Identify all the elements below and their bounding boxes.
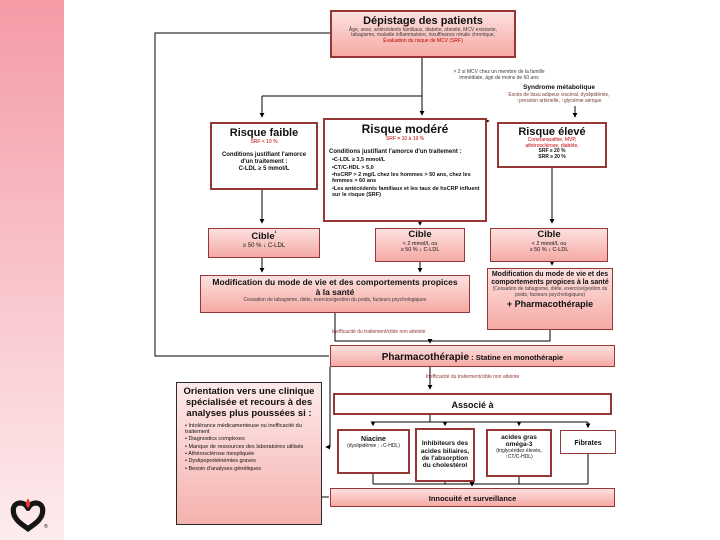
orientation-bullets: • Intolérance médicamenteuse ou ineffica… bbox=[182, 423, 316, 472]
box-cible-faible: Cible¹ ≥ 50 % ↓ C-LDL bbox=[208, 228, 320, 258]
syndrome-desc1: Excès de tissu adipeux viscéral, dyslipi… bbox=[508, 91, 610, 98]
arrow-to-orientation bbox=[325, 367, 331, 450]
family-note-line1: × 2 si MCV chez un membre de la famille bbox=[453, 69, 545, 75]
risque-modere-bullet: •CT/C-HDL > 5,0 bbox=[332, 164, 374, 171]
registered-mark: ® bbox=[44, 524, 48, 530]
cible-faible-label: Cible bbox=[251, 231, 275, 243]
box-niacine: Niacine (dyslipidémie ; ↓C-HDL) bbox=[337, 429, 410, 474]
risque-eleve-desc2: athérosclérose, diabète, bbox=[525, 142, 579, 149]
risque-modere-title: Risque modéré bbox=[361, 122, 449, 136]
risque-modere-cond-title: Conditions justifiant l'amorce d'un trai… bbox=[329, 148, 462, 155]
box-modif-left: Modification du mode de vie et des compo… bbox=[200, 275, 470, 313]
ineffective-note-1: Inefficacité du traitement/cible non att… bbox=[332, 329, 426, 335]
cible-modere-line2: ≥ 50 % ↓ C-LDL bbox=[400, 247, 440, 254]
syndrome-metabolique: Syndrome métabolique Excès de tissu adip… bbox=[500, 84, 618, 104]
box-fibrates: Fibrates bbox=[560, 430, 616, 454]
orientation-bullet: • Dyslipoprotéinémies graves bbox=[185, 458, 257, 465]
box-omega: acides gras oméga-3 (triglycérides élevé… bbox=[486, 429, 552, 477]
family-history-note: × 2 si MCV chez un membre de la famille … bbox=[424, 69, 574, 81]
box-modif-right: Modification du mode de vie et des compo… bbox=[487, 268, 613, 330]
cible-modere-title: Cible bbox=[408, 229, 432, 240]
family-note-line2: immédiate, âgé de moins de 60 ans bbox=[459, 75, 539, 81]
inhibiteurs-title: Inhibiteurs des acides biliaires, de l'a… bbox=[420, 440, 470, 470]
niacine-desc: (dyslipidémie ; ↓C-HDL) bbox=[347, 443, 400, 450]
risque-modere-bullet: •Les antécédents familiaux et les taux d… bbox=[332, 185, 480, 198]
risque-eleve-srf1: SRF ≥ 20 % bbox=[538, 148, 566, 155]
modif-right-desc: (Cessation de tabagisme, diète, exercice… bbox=[492, 286, 608, 298]
depistage-title: Dépistage des patients bbox=[363, 15, 483, 27]
modif-left-title: Modification du mode de vie et des compo… bbox=[212, 277, 458, 297]
fibrates-title: Fibrates bbox=[574, 440, 602, 447]
risque-modere-bullet: •C-LDL ≥ 3,5 mmol/L bbox=[332, 157, 386, 164]
innocuite-title: Innocuité et surveillance bbox=[428, 494, 517, 503]
omega-title: acides gras oméga-3 bbox=[501, 434, 537, 449]
orientation-bullet: • Athérosclérose inexpliquée bbox=[185, 451, 255, 458]
cible-eleve-line1: < 2 mmol/L ou bbox=[531, 240, 567, 247]
risque-eleve-title: Risque élevé bbox=[518, 126, 586, 138]
cible-eleve-line2: ≥ 50 % ↓ C-LDL bbox=[529, 247, 569, 254]
associe-title: Associé à bbox=[451, 400, 494, 410]
cible-faible-footnote: ¹ bbox=[274, 231, 277, 237]
line-associe-split bbox=[373, 415, 588, 423]
box-inhibiteurs: Inhibiteurs des acides biliaires, de l'a… bbox=[415, 428, 475, 482]
cible-faible-line: ≥ 50 % ↓ C-LDL bbox=[242, 243, 286, 250]
risque-faible-cond: C-LDL ≥ 5 mmol/L bbox=[238, 166, 290, 173]
heart-flame-logo: ® bbox=[8, 496, 52, 536]
box-innocuite: Innocuité et surveillance bbox=[330, 488, 615, 507]
cible-faible-title: Cible¹ bbox=[209, 231, 319, 243]
orientation-bullet: • Manque de ressources des laboratoires … bbox=[185, 443, 304, 450]
modif-right-plus: + Pharmacothérapie bbox=[506, 298, 594, 309]
box-pharmacotherapie: Pharmacothérapie : Statine en monothérap… bbox=[330, 345, 615, 367]
box-risque-modere: Risque modéré SRF = 10 à 19 % Conditions… bbox=[323, 118, 487, 222]
box-cible-modere: Cible < 2 mmol/L ou ≥ 50 % ↓ C-LDL bbox=[375, 228, 465, 262]
niacine-title: Niacine bbox=[361, 436, 386, 443]
ineffective-note-2: Inefficacité du traitement/cible non att… bbox=[425, 374, 520, 380]
depistage-desc1: Âge, sexe, antécédents familiaux, diabèt… bbox=[348, 26, 498, 33]
orientation-bullet: • Intolérance médicamenteuse ou ineffica… bbox=[185, 422, 302, 436]
box-orientation: Orientation vers une clinique spécialisé… bbox=[176, 382, 322, 525]
box-risque-faible: Risque faible SRF < 10 % Conditions just… bbox=[210, 122, 318, 190]
omega-desc: (triglycérides élevés, ↑CT/C-HDL) bbox=[496, 447, 542, 460]
cible-eleve-title: Cible bbox=[537, 229, 561, 240]
depistage-desc2: tabagisme, maladie inflammatoire, insuff… bbox=[351, 32, 495, 39]
risque-modere-srf: SRF = 10 à 19 % bbox=[385, 135, 425, 142]
heart-flame-icon bbox=[10, 498, 46, 533]
left-gradient-strip bbox=[0, 0, 64, 540]
syndrome-title: Syndrome métabolique bbox=[523, 84, 595, 91]
syndrome-desc2: ↑pression artérielle, ↑glycémie sérique bbox=[516, 97, 602, 104]
pharmaco-rest: : Statine en monothérapie bbox=[469, 353, 564, 362]
box-associe-a: Associé à bbox=[333, 393, 612, 415]
orientation-bullet: • Diagnostics complexes bbox=[185, 436, 245, 443]
modif-right-title: Modification du mode de vie et des compo… bbox=[491, 271, 609, 287]
depistage-desc3: Évaluation du risque de MCV (SRF) bbox=[383, 38, 463, 45]
box-cible-eleve: Cible < 2 mmol/L ou ≥ 50 % ↓ C-LDL bbox=[490, 228, 608, 262]
box-risque-eleve: Risque élevé Coronaropathie, MVP, athéro… bbox=[497, 122, 607, 168]
risque-eleve-desc1: Coronaropathie, MVP, bbox=[527, 137, 577, 144]
orientation-title: Orientation vers une clinique spécialisé… bbox=[183, 386, 315, 419]
box-depistage: Dépistage des patients Âge, sexe, antécé… bbox=[330, 10, 516, 58]
pharmaco-title: Pharmacothérapie bbox=[381, 352, 470, 363]
modif-left-desc: Cessation de tabagisme, diète, exercice/… bbox=[243, 296, 427, 303]
risque-modere-bullets: •C-LDL ≥ 3,5 mmol/L •CT/C-HDL > 5,0 •hsC… bbox=[329, 157, 481, 198]
risque-modere-bullet: •hsCRP > 2 mg/L chez les hommes > 50 ans… bbox=[332, 172, 471, 185]
cible-modere-line1: < 2 mmol/L ou bbox=[402, 240, 438, 247]
risque-faible-cond-title: Conditions justifiant l'amorce d'un trai… bbox=[221, 152, 307, 166]
orientation-bullet: • Besoin d'analyses génétiques bbox=[185, 465, 262, 472]
risque-faible-title: Risque faible bbox=[229, 127, 299, 139]
risque-eleve-srf2: SRR ≥ 20 % bbox=[538, 153, 566, 160]
risque-faible-srf: SRF < 10 % bbox=[250, 138, 278, 145]
